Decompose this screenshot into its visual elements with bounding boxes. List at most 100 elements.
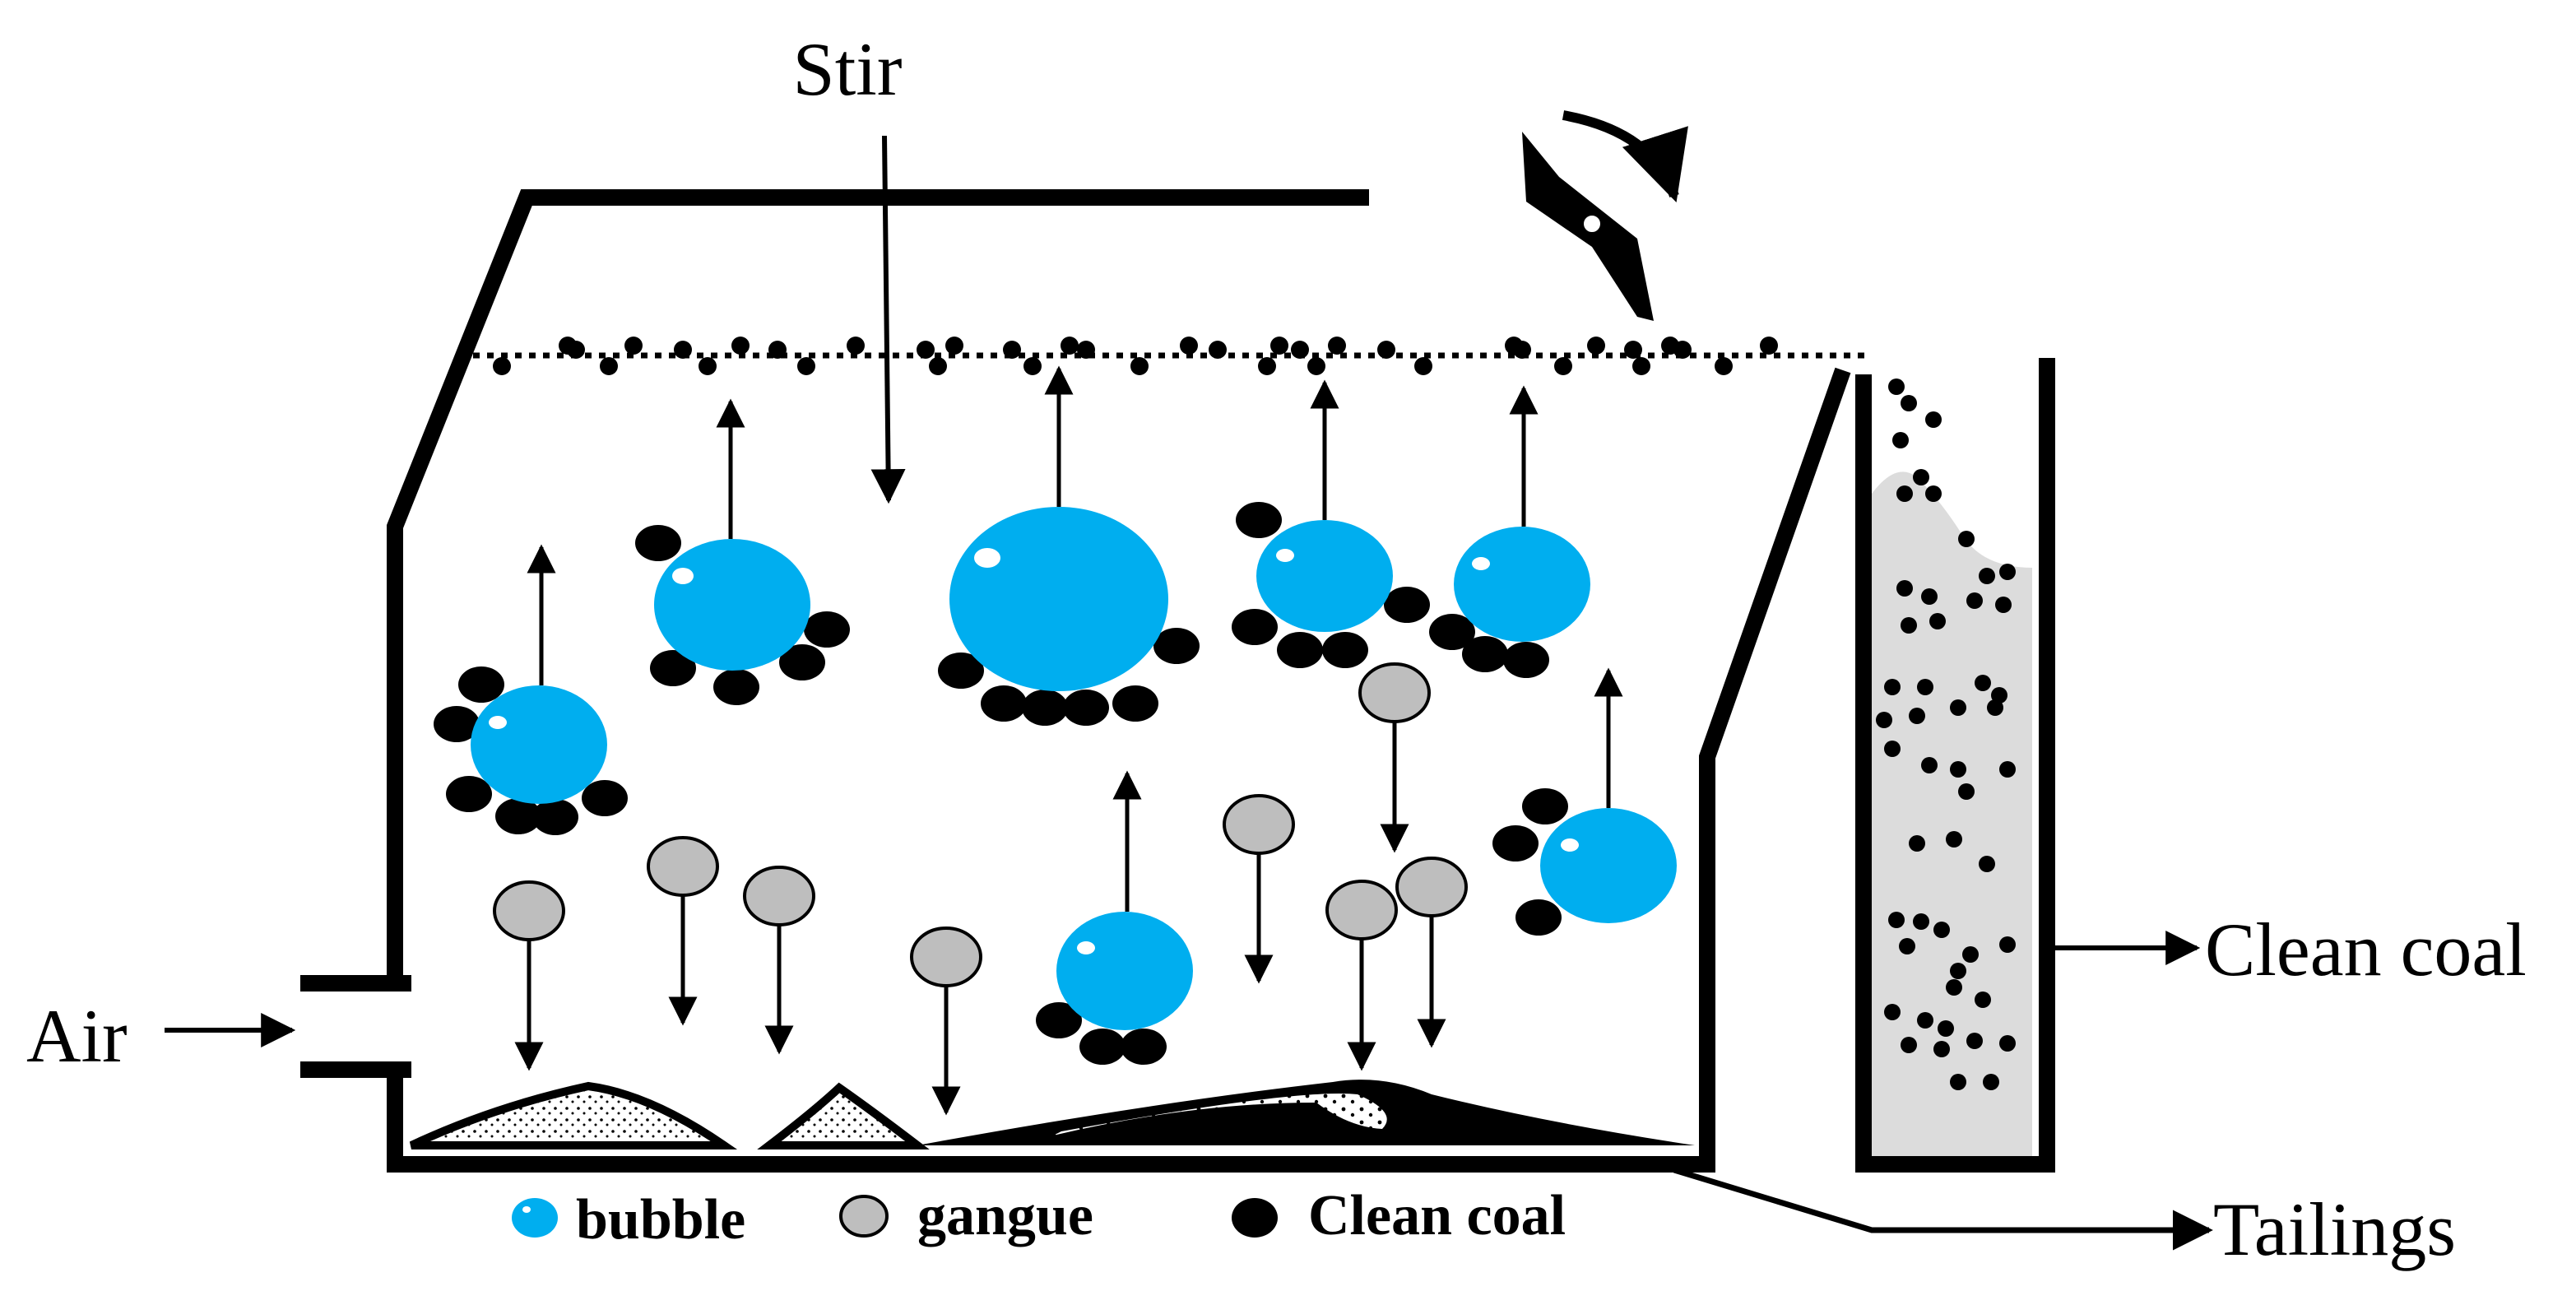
coal-dot [1962, 946, 1979, 963]
bubble-cluster [434, 502, 1677, 1065]
coal-dot [1901, 395, 1917, 411]
bubble [1454, 527, 1590, 642]
gangue-particles [493, 662, 1468, 1116]
air-label: Air [26, 994, 128, 1078]
legend-label-bubble: bubble [576, 1188, 745, 1252]
coal-dot [1624, 341, 1642, 359]
bubble-highlights [489, 548, 1579, 954]
froth-collector [1855, 358, 2055, 1173]
bubble [949, 507, 1168, 691]
stir-arrow [870, 135, 906, 504]
coal-dot [1587, 337, 1605, 355]
tailings-label: Tailings [2213, 1187, 2456, 1271]
rising-arrows [527, 365, 1623, 912]
coal-dot [1999, 936, 2016, 953]
coal-dot [1958, 531, 1975, 547]
coal-dot [797, 357, 815, 375]
coal-dot [1975, 675, 1991, 691]
coal-dot [1950, 699, 1966, 716]
stir-label: Stir [793, 27, 903, 111]
coal-particles [434, 502, 1568, 1065]
coal-dot [1999, 761, 2016, 778]
coal-dot [1958, 783, 1975, 800]
coal-dot [1180, 337, 1198, 355]
legend: bubble gangue Clean coal [512, 1184, 1566, 1252]
coal-dot [1513, 341, 1531, 359]
legend-coal-swatch [1232, 1198, 1278, 1238]
coal-dot [1917, 1012, 1933, 1029]
coal-dot [1715, 357, 1733, 375]
legend-item-bubble: bubble [512, 1188, 745, 1252]
coal-dot [1983, 1074, 1999, 1090]
sediment [409, 1080, 1695, 1149]
coal-dot [1328, 337, 1346, 355]
coal-dot [847, 337, 865, 355]
coal-dot [1896, 580, 1913, 597]
coal-dot [1414, 357, 1432, 375]
legend-item-gangue: gangue [839, 1184, 1093, 1247]
coal-dot [1909, 835, 1925, 852]
coal-dot [1884, 1004, 1901, 1020]
coal-dot [1901, 1037, 1917, 1053]
legend-gangue-swatch [839, 1195, 889, 1238]
bubble [471, 685, 607, 804]
coal-dot [1913, 469, 1929, 485]
coal-dot [1913, 913, 1929, 930]
coal-dot [1979, 568, 1995, 584]
coal-dot [1377, 341, 1395, 359]
coal-dot [1291, 341, 1309, 359]
coal-dot [731, 337, 750, 355]
tailings-pipe [1673, 1167, 2213, 1251]
froth-coal-particles [493, 337, 1778, 375]
coal-dot [1209, 341, 1227, 359]
coal-dot [1933, 1041, 1950, 1057]
coal-dot [1995, 597, 2012, 613]
scraper-paddle-icon [1522, 110, 1688, 321]
coal-dot [1899, 938, 1915, 954]
bubble [1540, 808, 1677, 923]
coal-dot [674, 341, 692, 359]
coal-dot [1884, 741, 1901, 757]
coal-dot [1925, 411, 1942, 428]
coal-dot [1003, 341, 1021, 359]
coal-dot [567, 341, 585, 359]
coal-dot [1884, 679, 1901, 695]
coal-dot [917, 341, 935, 359]
legend-bubble-swatch [512, 1198, 558, 1238]
coal-dot [1901, 617, 1917, 634]
bubble [1056, 912, 1193, 1030]
coal-dot [1061, 337, 1079, 355]
coal-dot [1909, 708, 1925, 724]
coal-dot [1023, 357, 1042, 375]
coal-dot [1929, 613, 1946, 629]
coal-dot [1950, 1074, 1966, 1090]
bubble [1256, 520, 1393, 632]
coal-dot [1925, 485, 1942, 502]
coal-dot [1077, 341, 1095, 359]
coal-dot [929, 357, 947, 375]
coal-dot [1892, 432, 1909, 448]
coal-dot [1938, 1020, 1954, 1037]
collected-coal-particles [1876, 378, 2016, 1090]
coal-dot [1258, 357, 1276, 375]
legend-item-clean-coal: Clean coal [1232, 1184, 1566, 1247]
legend-label-clean-coal: Clean coal [1308, 1184, 1566, 1247]
coal-dot [1270, 337, 1288, 355]
clean-coal-label: Clean coal [2205, 908, 2527, 992]
coal-dot [1950, 761, 1966, 778]
coal-dot [1966, 1033, 1983, 1049]
coal-dot [1673, 341, 1692, 359]
coal-dot [1760, 337, 1778, 355]
coal-dot [768, 341, 787, 359]
coal-dot [1921, 588, 1938, 605]
coal-dot [1987, 699, 2003, 716]
air-bubbles [471, 507, 1677, 1030]
coal-dot [1888, 378, 1905, 395]
coal-dot [1999, 1035, 2016, 1052]
coal-dot [945, 337, 963, 355]
legend-label-gangue: gangue [917, 1184, 1093, 1247]
coal-dot [1979, 856, 1995, 872]
flotation-tank [300, 189, 1851, 1173]
coal-dot [1876, 712, 1892, 728]
